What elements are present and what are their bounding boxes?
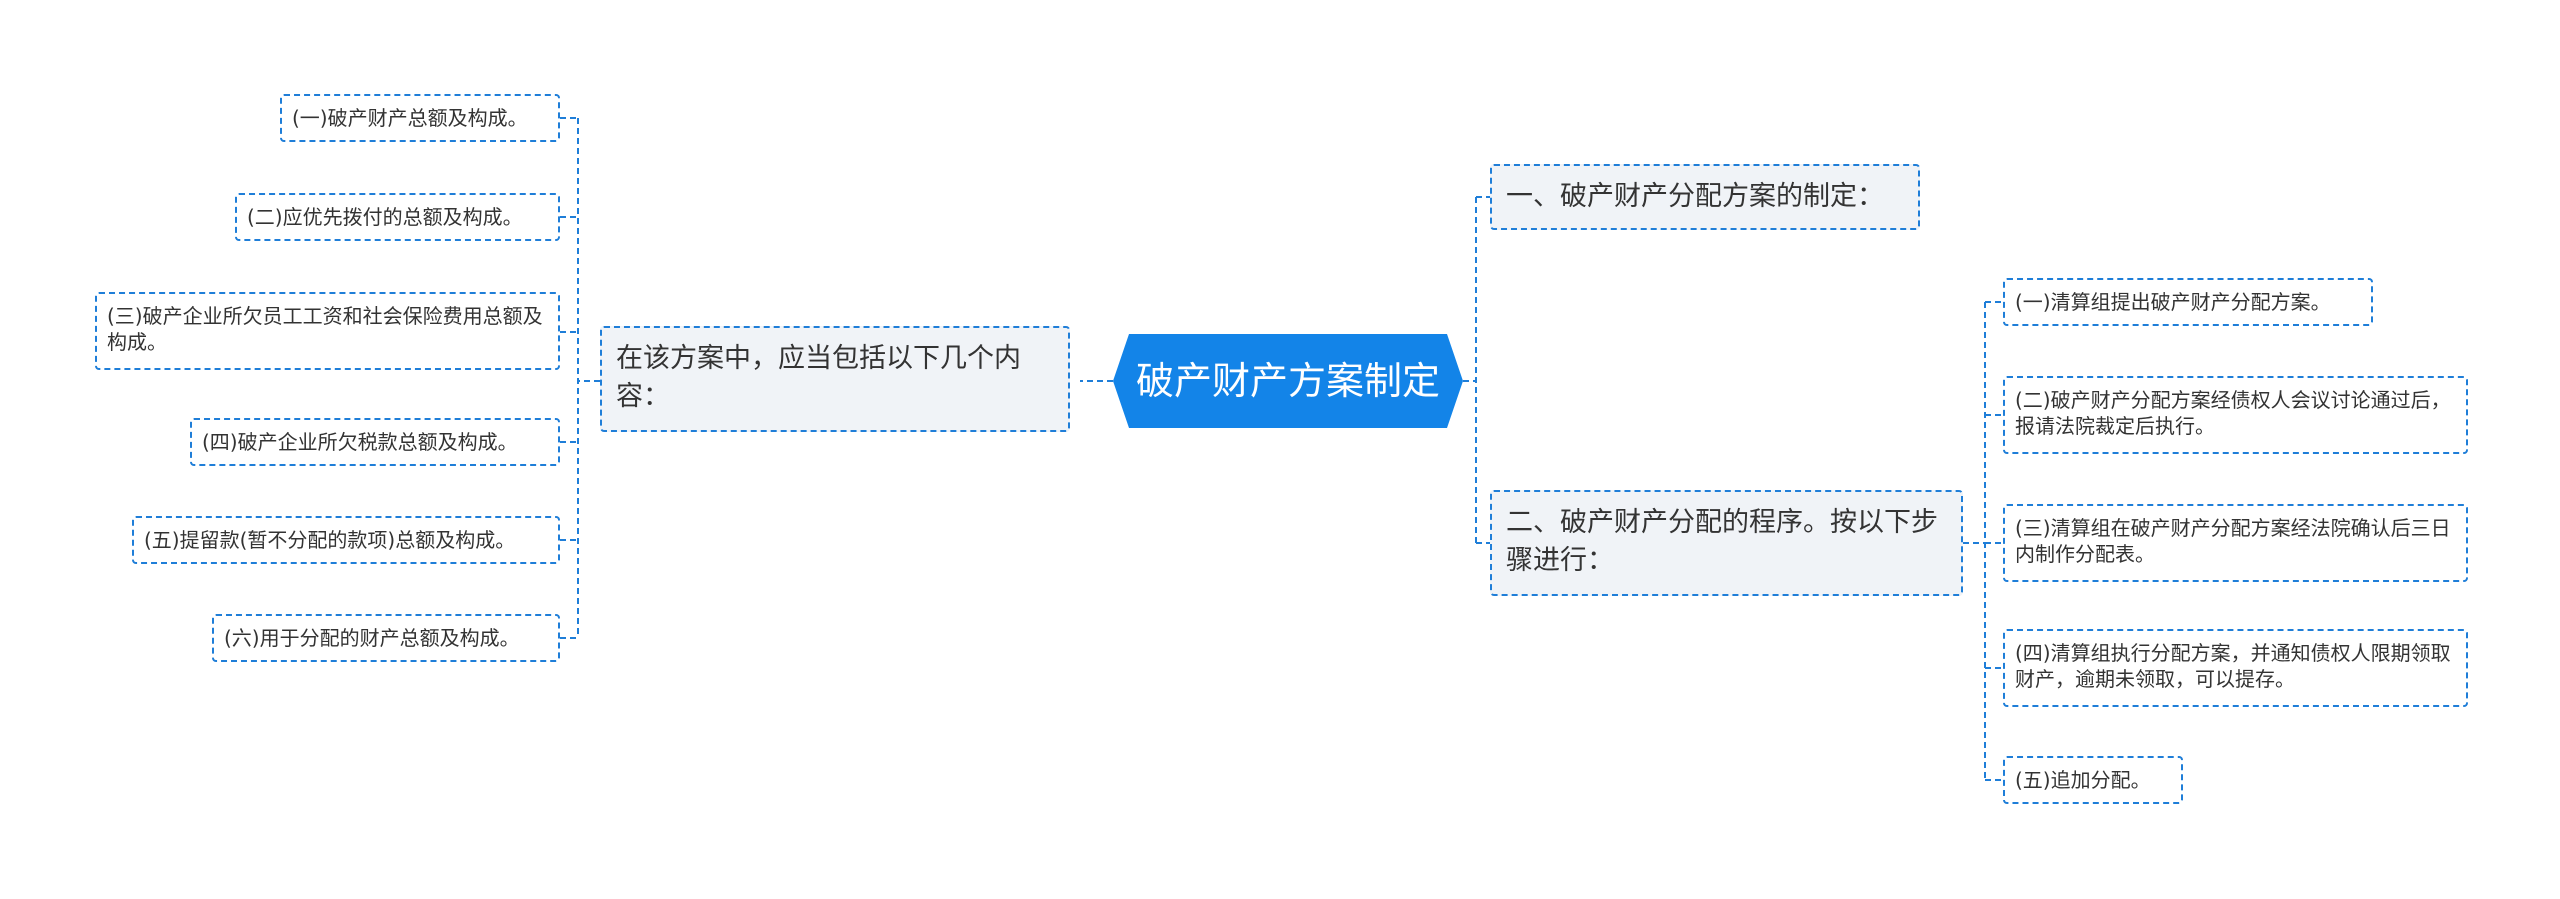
right-branch-1[interactable]: 一、破产财产分配方案的制定： [1490,164,1920,230]
step-item-3[interactable]: (三)清算组在破产财产分配方案经法院确认后三日内制作分配表。 [2003,504,2468,582]
right-branch-2[interactable]: 二、破产财产分配的程序。按以下步骤进行： [1490,490,1963,596]
left-intro-node[interactable]: 在该方案中，应当包括以下几个内容： [600,326,1070,432]
left-item-3[interactable]: (三)破产企业所欠员工工资和社会保险费用总额及构成。 [95,292,560,370]
left-item-2[interactable]: (二)应优先拨付的总额及构成。 [235,193,560,241]
central-topic[interactable]: 破产财产方案制定 [1113,334,1463,428]
step-item-2[interactable]: (二)破产财产分配方案经债权人会议讨论通过后，报请法院裁定后执行。 [2003,376,2468,454]
left-item-4[interactable]: (四)破产企业所欠税款总额及构成。 [190,418,560,466]
step-item-1[interactable]: (一)清算组提出破产财产分配方案。 [2003,278,2373,326]
left-item-1[interactable]: (一)破产财产总额及构成。 [280,94,560,142]
left-item-6[interactable]: (六)用于分配的财产总额及构成。 [212,614,560,662]
step-item-4[interactable]: (四)清算组执行分配方案，并通知债权人限期领取财产，逾期未领取，可以提存。 [2003,629,2468,707]
step-item-5[interactable]: (五)追加分配。 [2003,756,2183,804]
left-item-5[interactable]: (五)提留款(暂不分配的款项)总额及构成。 [132,516,560,564]
